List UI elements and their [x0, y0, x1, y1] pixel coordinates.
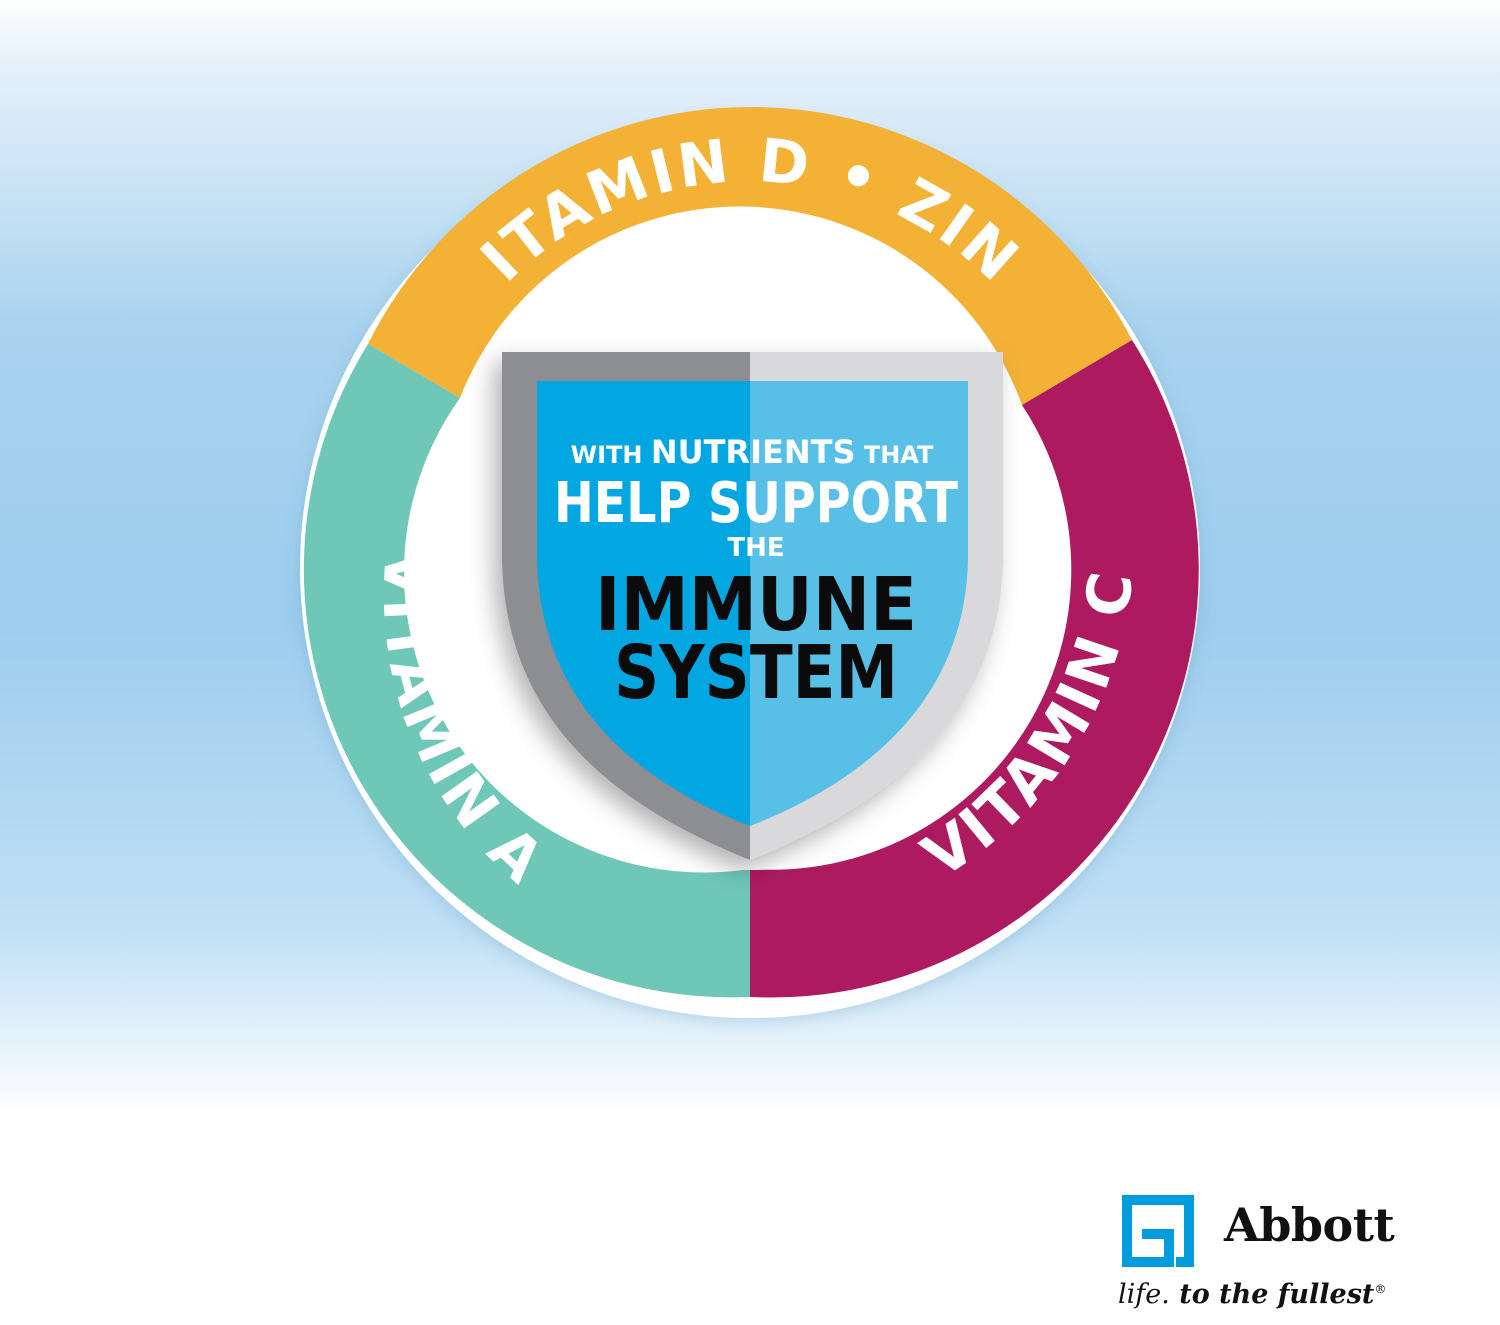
shield-line-1-emphasis: NUTRIENTS	[651, 433, 856, 471]
abbott-wordmark: Abbott	[1224, 1198, 1395, 1252]
tagline-bold: to the fullest	[1169, 1279, 1375, 1310]
ring-segment-right	[750, 340, 1199, 998]
abbott-mark-icon	[1122, 1195, 1194, 1267]
shield-line-1-suffix: THAT	[855, 441, 934, 469]
shield-line-5: SYSTEM	[614, 630, 898, 716]
shield-inner-right	[750, 381, 968, 826]
registered-mark: ®	[1374, 1282, 1387, 1296]
ring-segment-top	[368, 107, 1132, 406]
abbott-logo: Abbott life. to the fullest®	[1118, 1188, 1448, 1318]
shield-line-1-prefix: WITH	[571, 441, 651, 469]
shield-line-1: WITH NUTRIENTS THAT	[571, 433, 934, 471]
shield-line-4: IMMUNE	[595, 562, 917, 648]
shield-line-3: THE	[727, 533, 784, 563]
ring-segment-left	[303, 344, 750, 998]
shield-inner-left	[537, 381, 750, 826]
shield-line-2: HELP SUPPORT	[554, 471, 958, 536]
tagline-light: life.	[1118, 1279, 1170, 1310]
abbott-tagline: life. to the fullest®	[1118, 1279, 1386, 1310]
